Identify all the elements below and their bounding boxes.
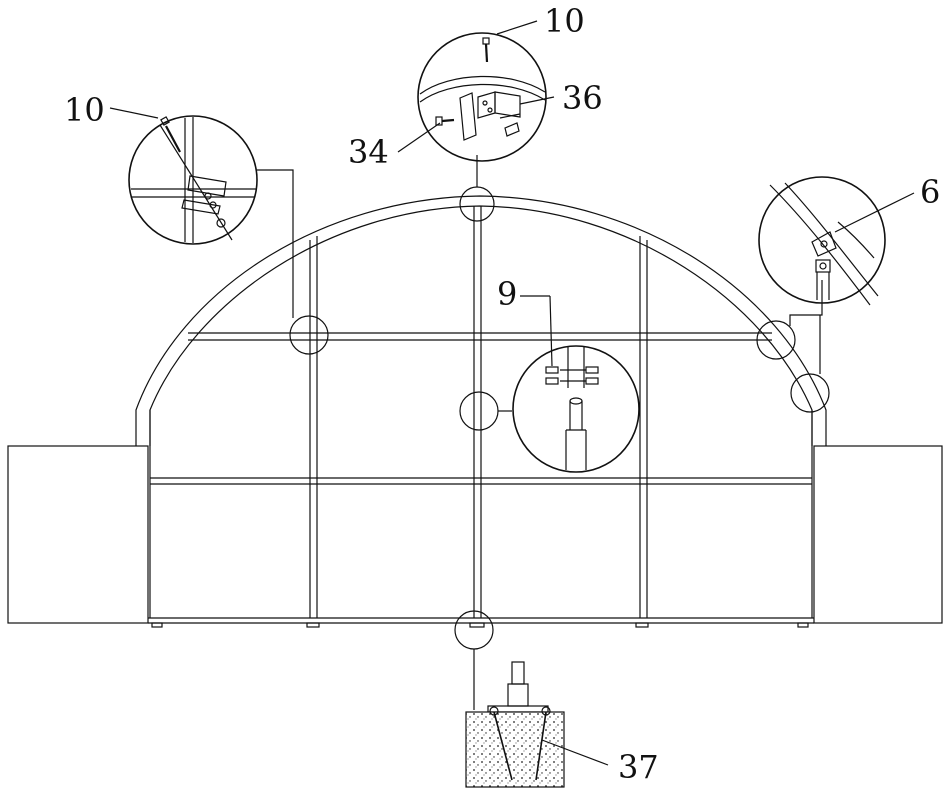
joint-markers xyxy=(289,186,830,650)
detail-right-joint xyxy=(758,176,886,306)
callout-bracket-label: 36 xyxy=(562,79,603,117)
right-side-wall xyxy=(813,445,943,624)
top-bolt-icon xyxy=(482,37,490,63)
leader-lines xyxy=(257,155,823,710)
bolt-icon xyxy=(160,116,181,153)
left-side-wall xyxy=(7,445,149,624)
callout-bolt-label: 34 xyxy=(348,133,389,171)
detail-top-joint xyxy=(417,32,547,162)
callout-leaders xyxy=(109,20,915,766)
arch-frame xyxy=(135,195,827,446)
callout-left-label: 10 xyxy=(64,91,105,129)
callout-anchor-label: 37 xyxy=(618,748,659,786)
vertical-posts xyxy=(149,206,813,618)
callout-right-label: 6 xyxy=(920,173,940,211)
detail-left-joint xyxy=(128,115,258,245)
ground-anchor-detail xyxy=(465,661,565,788)
callout-top-label: 10 xyxy=(544,2,585,40)
post-feet xyxy=(151,622,809,628)
callout-center-label: 9 xyxy=(497,275,517,313)
detail-center-joint xyxy=(512,345,640,473)
